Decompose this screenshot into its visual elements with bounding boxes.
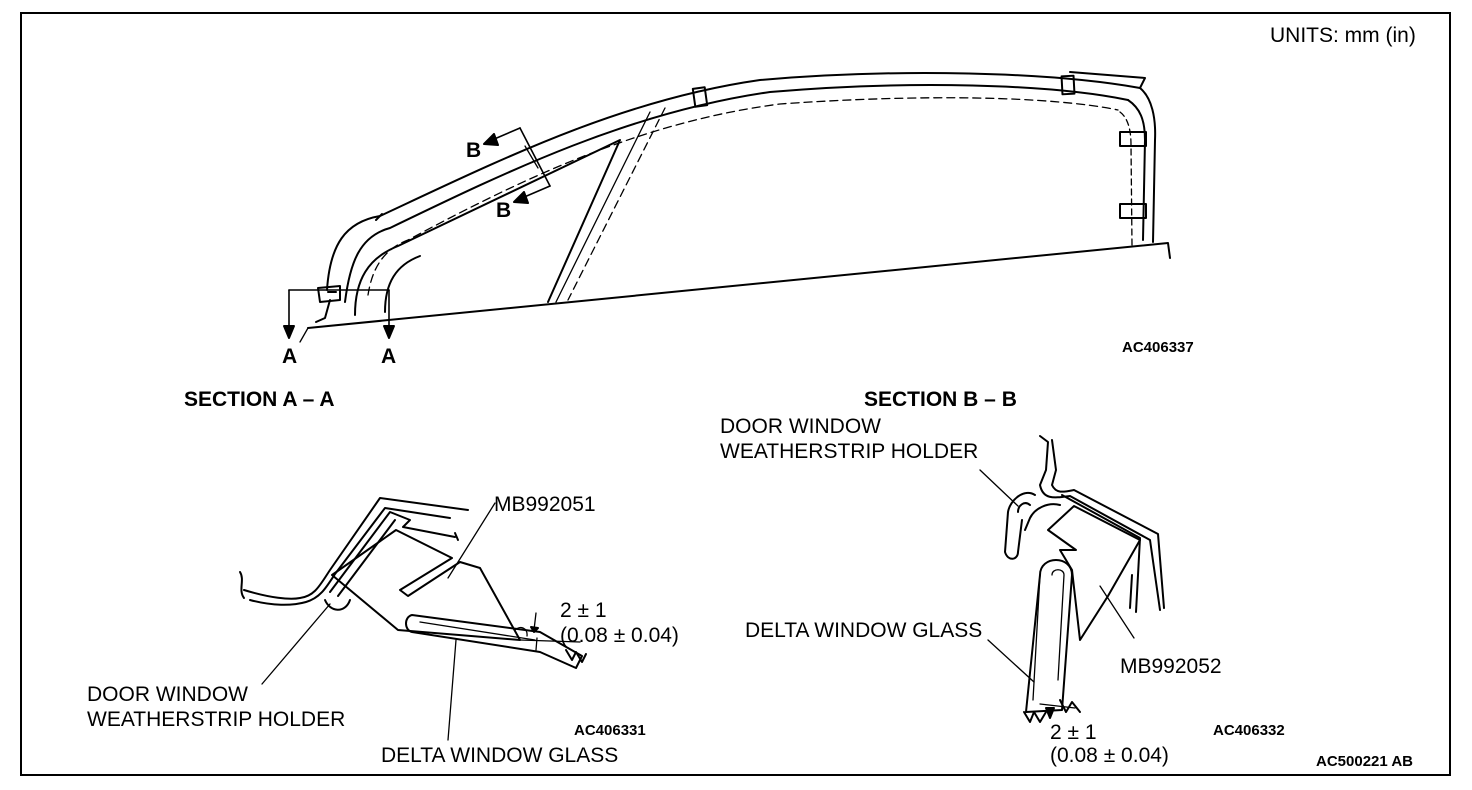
section-b-title: SECTION B – B <box>864 388 1017 411</box>
section-b-marker-lower: B <box>496 199 512 222</box>
section-a-marker-right: A <box>381 345 397 368</box>
section-b-marker-upper: B <box>466 139 482 162</box>
section-b-code: AC406332 <box>1213 722 1285 739</box>
section-a-clearance-in: (0.08 ± 0.04) <box>560 624 679 647</box>
section-a-marker-left: A <box>282 345 298 368</box>
section-b-clearance-in: (0.08 ± 0.04) <box>1050 744 1169 767</box>
section-a-glass-label: DELTA WINDOW GLASS <box>381 744 619 767</box>
section-a-illustration <box>239 497 587 741</box>
section-a-clearance-mm: 2 ± 1 <box>560 599 607 622</box>
section-a-code: AC406331 <box>574 722 646 739</box>
figure-code: AC500221 AB <box>1316 753 1413 770</box>
door-frame-illustration <box>283 71 1171 343</box>
section-b-tool-label: MB992052 <box>1120 655 1222 678</box>
section-a-title: SECTION A – A <box>184 388 335 411</box>
units-label: UNITS: mm (in) <box>1270 24 1416 47</box>
section-b-glass-label: DELTA WINDOW GLASS <box>745 619 983 642</box>
section-b-illustration <box>979 435 1165 723</box>
section-b-clearance-mm: 2 ± 1 <box>1050 721 1097 744</box>
top-view-code: AC406337 <box>1122 339 1194 356</box>
section-a-tool-label: MB992051 <box>494 493 596 516</box>
section-b-holder-label: DOOR WINDOW WEATHERSTRIP HOLDER <box>720 415 979 463</box>
section-a-holder-label: DOOR WINDOW WEATHERSTRIP HOLDER <box>87 683 346 731</box>
figure-frame <box>20 12 1451 776</box>
